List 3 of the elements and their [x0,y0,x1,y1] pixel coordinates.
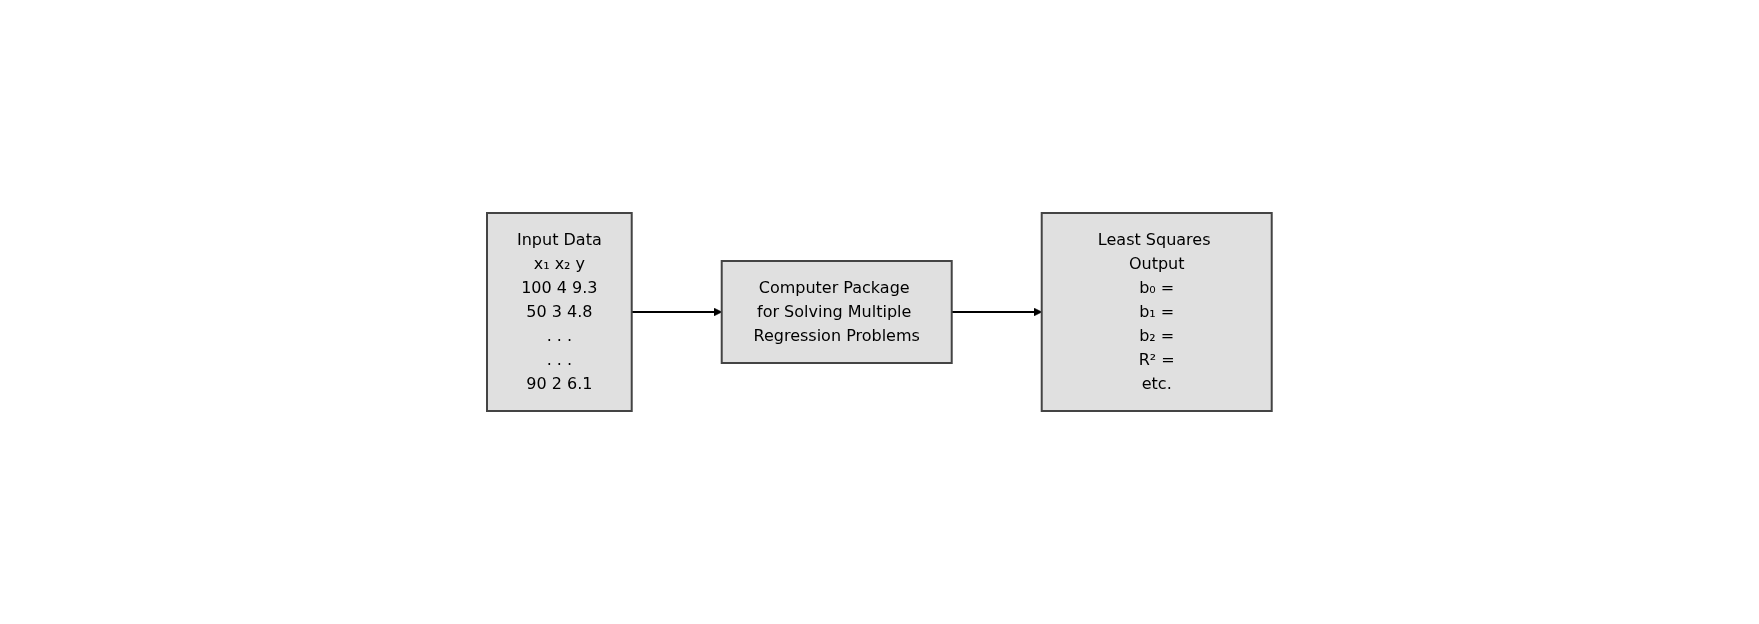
node-box: Input Data x₁ x₂ y 100 4 9.3 50 3 4.8 . . . . . . 90 2 6.1 [486,212,633,412]
node-box: Least Squares Output b₀ = b₁ = b₂ = R² = etc. [1040,212,1273,412]
node-box: Computer Package for Solving Multiple Regression Problems [720,260,953,364]
